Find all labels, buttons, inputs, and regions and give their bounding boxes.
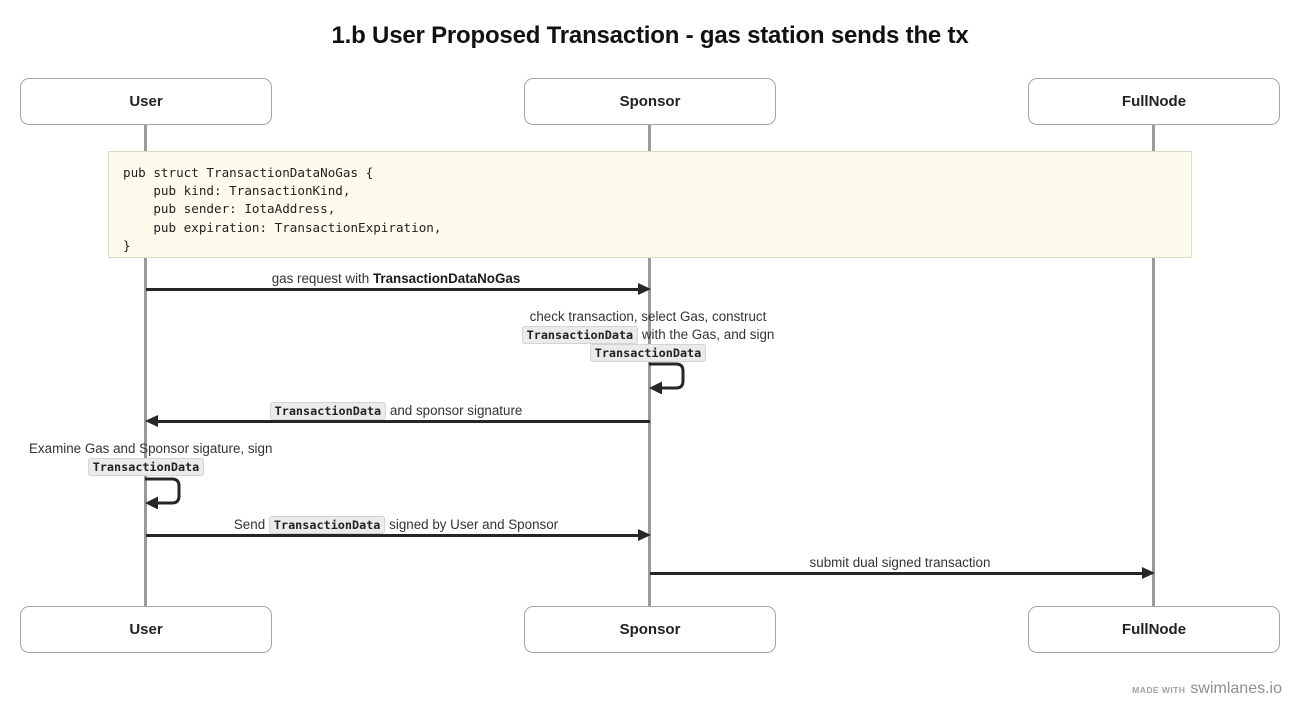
message-line-1: check transaction, select Gas, construct [529,309,767,324]
message-line-2: TransactionData [29,458,263,476]
self-message-loop-user [142,477,186,514]
arrowhead-right-icon [638,529,651,541]
lifeline-user [144,124,147,606]
code-chip-transaction-data: TransactionData [521,326,639,344]
participant-footer-fullnode[interactable]: FullNode [1028,606,1280,653]
message-text: signed by User and Sponsor [385,517,559,532]
message-line-1: Examine Gas and Sponsor sigature, sign [29,441,273,456]
arrowhead-right-icon [1142,567,1155,579]
participant-header-fullnode[interactable]: FullNode [1028,78,1280,125]
message-label-transaction-data-and-signature: TransactionData and sponsor signature [144,402,648,420]
code-chip-transaction-data: TransactionData [268,516,386,534]
watermark-brand-label: swimlanes.io [1190,680,1282,697]
participant-header-sponsor[interactable]: Sponsor [524,78,776,125]
code-chip-transaction-data: TransactionData [269,402,387,420]
watermark-made-with-label: Made with [1132,685,1186,695]
message-line-2: TransactionData with the Gas, and sign [428,326,868,344]
participant-label: User [129,621,163,638]
arrowhead-left-icon [145,415,158,427]
message-label-submit-dual-signed: submit dual signed transaction [648,554,1152,572]
message-text: with the Gas, and sign [638,327,775,342]
message-text: and sponsor signature [386,403,523,418]
message-text: Send [233,517,269,532]
message-line-3: TransactionData [428,344,868,362]
watermark[interactable]: Made with swimlanes.io [1132,680,1282,698]
participant-footer-sponsor[interactable]: Sponsor [524,606,776,653]
message-arrow-submit-dual-signed [650,572,1145,575]
message-arrow-transaction-data-and-signature [158,420,650,423]
note-code: pub struct TransactionDataNoGas { pub ki… [123,165,442,253]
message-label-user-self-examine: Examine Gas and Sponsor sigature, sign T… [29,440,449,476]
self-message-loop-sponsor [646,362,690,399]
participant-header-user[interactable]: User [20,78,272,125]
arrowhead-right-icon [638,283,651,295]
code-chip-transaction-data: TransactionData [87,458,205,476]
participant-label: User [129,93,163,110]
page-title: 1.b User Proposed Transaction - gas stat… [331,22,969,49]
message-text: submit dual signed transaction [809,555,991,570]
message-text-bold: TransactionDataNoGas [372,271,521,286]
participant-label: FullNode [1121,621,1187,638]
message-arrow-send-signed-transaction [146,534,641,537]
participant-label: Sponsor [619,621,681,638]
message-text: gas request with [271,271,373,286]
message-arrow-gas-request [146,288,641,291]
participant-label: Sponsor [619,93,681,110]
message-label-sponsor-self-check: check transaction, select Gas, construct… [428,308,868,362]
message-label-gas-request: gas request with TransactionDataNoGas [144,270,648,288]
code-chip-transaction-data: TransactionData [589,344,707,362]
participant-label: FullNode [1121,93,1187,110]
note-transaction-data-no-gas: pub struct TransactionDataNoGas { pub ki… [108,151,1192,258]
lifeline-fullnode [1152,124,1155,606]
participant-footer-user[interactable]: User [20,606,272,653]
message-label-send-signed-transaction: Send TransactionData signed by User and … [144,516,648,534]
